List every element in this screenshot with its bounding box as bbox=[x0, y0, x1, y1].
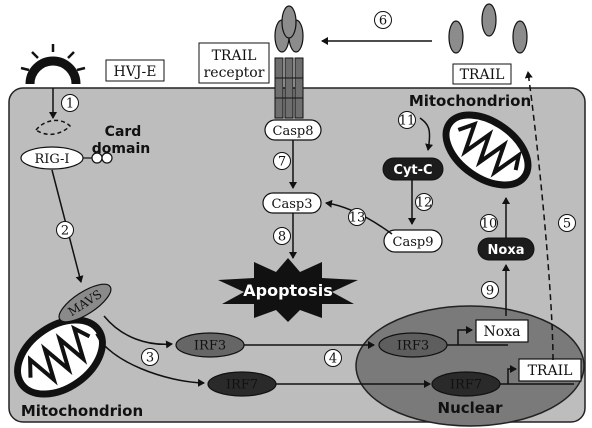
mitochondrion-top-label: Mitochondrion bbox=[409, 92, 531, 110]
noxa-cytoplasm-label: Noxa bbox=[488, 243, 525, 258]
casp8-label: Casp8 bbox=[273, 124, 314, 139]
step-11: 11 bbox=[399, 114, 416, 129]
step-3: 3 bbox=[146, 351, 154, 366]
step-7: 7 bbox=[278, 155, 286, 170]
casp9-label: Casp9 bbox=[393, 235, 434, 250]
card-label-1: Card bbox=[105, 124, 142, 140]
trail-receptor-icon bbox=[275, 6, 303, 118]
trail-receptor-label-2: receptor bbox=[204, 65, 265, 81]
hvje-label: HVJ-E bbox=[114, 64, 157, 80]
casp3-label: Casp3 bbox=[272, 197, 313, 212]
trail-gene-label: TRAIL bbox=[528, 363, 573, 379]
mitochondrion-bottom-label: Mitochondrion bbox=[21, 402, 143, 420]
rigi-label: RIG-I bbox=[34, 152, 69, 167]
cytc-label: Cyt-C bbox=[393, 163, 432, 178]
irf7-cytoplasm-label: IRF7 bbox=[226, 378, 258, 393]
step-4: 4 bbox=[329, 352, 337, 367]
step-5: 5 bbox=[563, 217, 571, 232]
step-10: 10 bbox=[481, 217, 498, 232]
trail-ligand-label: TRAIL bbox=[460, 67, 505, 83]
step-6: 6 bbox=[379, 14, 387, 29]
nuclear-label: Nuclear bbox=[438, 399, 504, 417]
trail-ligand-icon bbox=[449, 4, 527, 53]
trail-receptor-label-1: TRAIL bbox=[212, 48, 257, 64]
step-1: 1 bbox=[66, 97, 74, 112]
step-2: 2 bbox=[61, 224, 69, 239]
apoptosis-label: Apoptosis bbox=[243, 281, 332, 300]
hvje-virus-icon bbox=[21, 44, 85, 84]
card-label-2: domain bbox=[92, 141, 150, 157]
irf3-cytoplasm-label: IRF3 bbox=[194, 339, 226, 354]
noxa-gene-label: Noxa bbox=[484, 324, 521, 340]
irf7-nuclear-label: IRF7 bbox=[450, 378, 482, 393]
step-13: 13 bbox=[349, 211, 366, 226]
irf3-nuclear-label: IRF3 bbox=[397, 339, 429, 354]
step-12: 12 bbox=[416, 196, 433, 211]
step-9: 9 bbox=[486, 284, 494, 299]
step-8: 8 bbox=[278, 230, 286, 245]
